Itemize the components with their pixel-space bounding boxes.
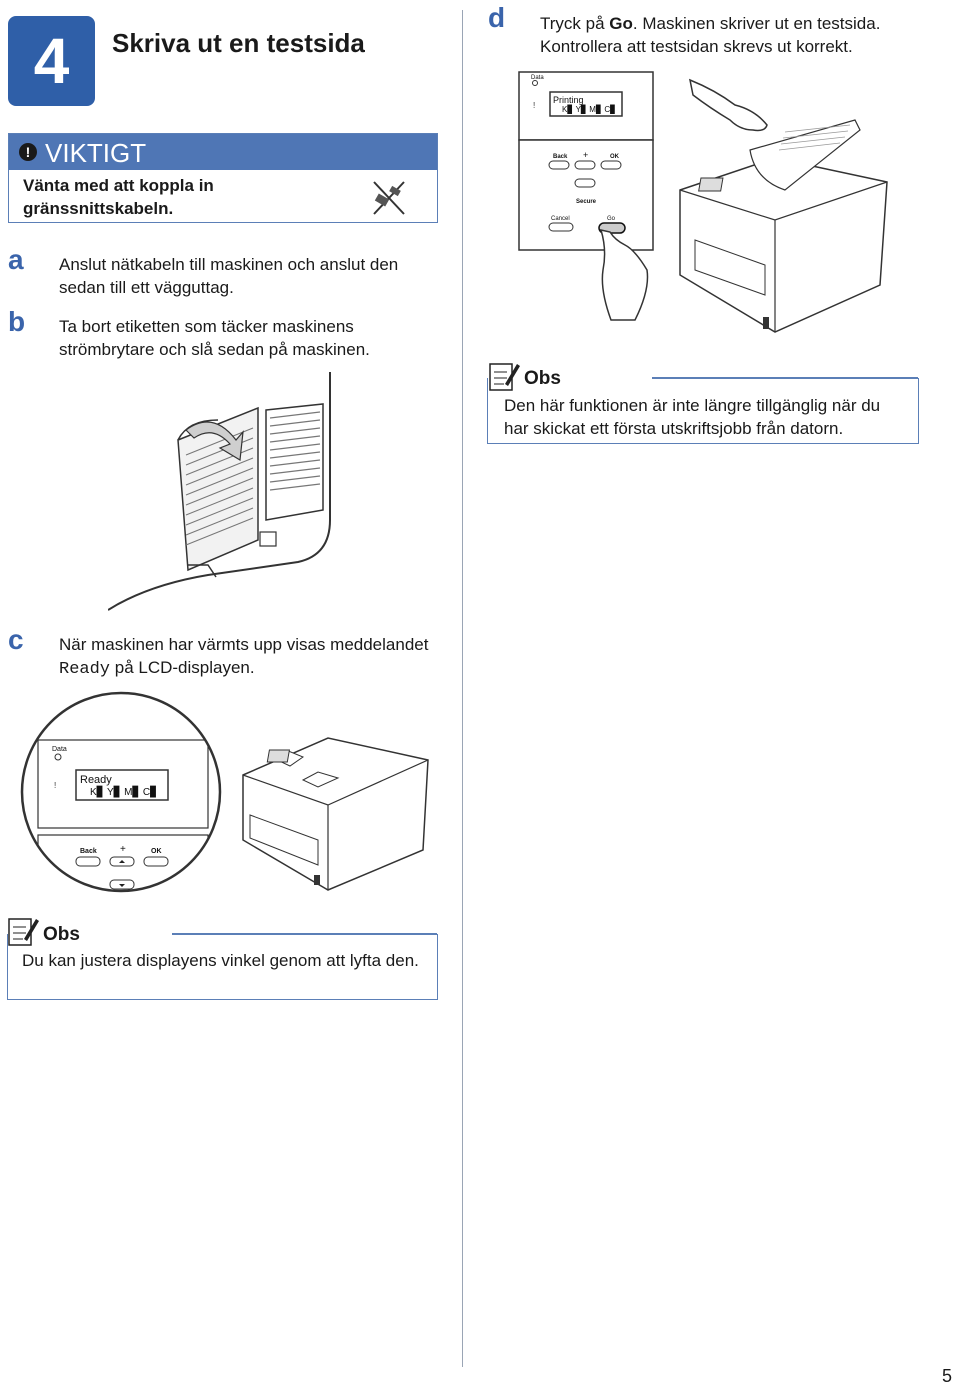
step-letter-d: d — [488, 2, 506, 33]
note-right-rule — [652, 377, 918, 379]
step-letter-a: a — [8, 244, 24, 275]
top-plus-label: + — [583, 150, 588, 160]
step-c-text: När maskinen har värmts upp visas meddel… — [59, 633, 439, 681]
top-back-label: Back — [553, 154, 568, 160]
note-left-rule — [172, 933, 437, 935]
top-panel-data-label: Data — [531, 75, 544, 81]
step-d-text: Tryck på Go. Maskinen skriver ut en test… — [540, 12, 940, 58]
step-d-text-1: Tryck på — [540, 14, 610, 33]
ready-panel-illustration: Data ! Ready K▊ Y▊ M▊ C▊ Back + OK — [20, 691, 429, 893]
step-number-box: 4 — [8, 16, 95, 106]
step-letter-b: b — [8, 306, 26, 337]
step-d-go-bold: Go — [609, 14, 633, 33]
section-title: Skriva ut en testsida — [112, 28, 365, 58]
note-right-box: Den här funktionen är inte längre tillgä… — [487, 378, 919, 444]
bottom-plus-label: + — [120, 844, 126, 855]
note-right-title: Obs — [524, 368, 561, 389]
top-secure-label: Secure — [576, 199, 597, 205]
important-box: ! VIKTIGT Vänta med att koppla in gränss… — [8, 133, 438, 223]
note-pencil-icon-right — [489, 363, 520, 391]
step-c-code: Ready — [59, 660, 111, 679]
no-cable-icon — [373, 181, 405, 215]
exclamation-icon: ! — [19, 143, 37, 161]
bottom-back-label: Back — [80, 848, 97, 855]
important-header: ! VIKTIGT — [9, 134, 437, 170]
page-number: 5 — [942, 1366, 953, 1386]
step-a-text: Anslut nätkabeln till maskinen och anslu… — [59, 255, 399, 297]
top-go-label: Go — [607, 216, 616, 222]
svg-text:!: ! — [54, 781, 56, 790]
top-lcd-line1: Printing — [553, 95, 584, 105]
column-divider — [462, 10, 463, 1367]
note-pencil-icon-left — [8, 918, 39, 946]
note-left-text: Du kan justera displayens vinkel genom a… — [22, 951, 419, 970]
note-right-text: Den här funktionen är inte längre tillgä… — [504, 396, 881, 438]
important-title: VIKTIGT — [45, 138, 147, 168]
top-ok-label: OK — [610, 154, 620, 160]
bottom-lcd-line2: K▊ Y▊ M▊ C▊ — [90, 785, 158, 798]
step-b-text: Ta bort etiketten som täcker maskinens s… — [59, 317, 370, 359]
important-text: Vänta med att koppla in gränssnittskabel… — [23, 176, 214, 218]
note-left-box: Du kan justera displayens vinkel genom a… — [7, 934, 438, 1000]
bottom-panel-data-label: Data — [52, 746, 67, 753]
bottom-ok-label: OK — [151, 848, 162, 855]
top-lcd-line2: K▊ Y▊ M▊ C▊ — [562, 104, 616, 114]
step-c-text-after: på LCD-displayen. — [110, 658, 255, 677]
bottom-lcd-line1: Ready — [80, 774, 112, 786]
step-letter-c: c — [8, 624, 24, 655]
power-switch-illustration — [108, 372, 331, 611]
step-d-text-2: . Maskinen skriver ut en testsida. Kontr… — [540, 14, 881, 56]
note-left-title: Obs — [43, 924, 80, 945]
printing-panel-illustration: Data ! Printing K▊ Y▊ M▊ C▊ Back + OK Se… — [518, 71, 888, 333]
step-c-text-before: När maskinen har värmts upp visas meddel… — [59, 635, 429, 654]
top-cancel-label: Cancel — [551, 216, 570, 222]
svg-text:!: ! — [533, 101, 535, 110]
